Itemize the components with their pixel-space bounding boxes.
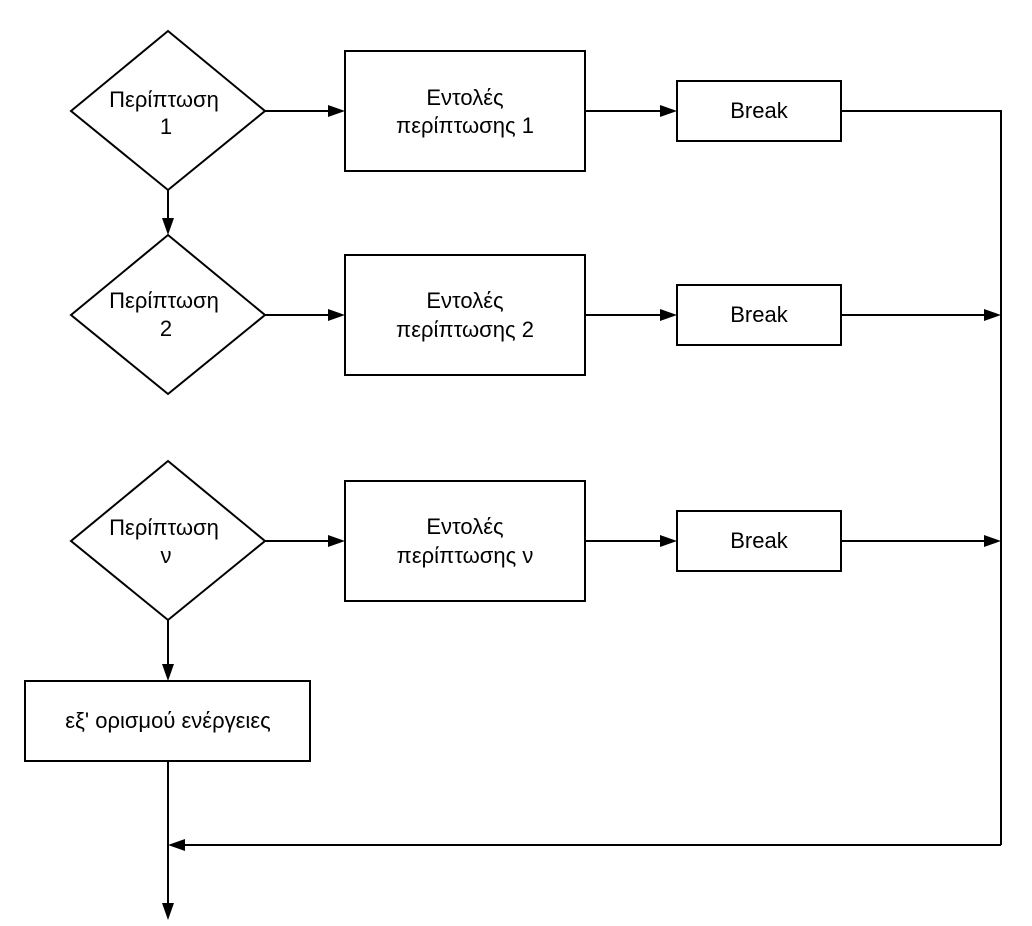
arrowhead-icon <box>660 309 677 321</box>
arrowhead-icon <box>660 105 677 117</box>
decision-case-n-label-line2: ν <box>161 543 172 568</box>
decision-case-n <box>69 459 267 622</box>
commands-box-case-n-label-line1: Εντολές <box>426 514 503 539</box>
commands-box-case-n <box>344 480 586 602</box>
decision-case-1-label-line2: 1 <box>160 114 172 139</box>
arrowhead-icon <box>162 218 174 235</box>
decision-case-n-label-line1: Περίπτωση <box>109 515 219 540</box>
decision-case-1-label-line1: Περίπτωση <box>109 87 219 112</box>
arrowhead-icon <box>984 535 1001 547</box>
arrowhead-icon <box>162 664 174 681</box>
default-actions-box-label: εξ' ορισμού ενέργειες <box>65 708 270 733</box>
decision-case-2-label-line1: Περίπτωση <box>109 288 219 313</box>
commands-box-case-1 <box>344 50 586 172</box>
arrowhead-icon <box>168 839 185 851</box>
arrowhead-icon <box>162 903 174 920</box>
arrowhead-icon <box>328 105 345 117</box>
break-box-case-1-label: Break <box>730 98 788 123</box>
break-box-case-2 <box>676 284 842 346</box>
commands-box-case-1-label-line1: Εντολές <box>426 85 503 110</box>
arrowhead-icon <box>984 309 1001 321</box>
commands-box-case-n-label-line2: περίπτωσης ν <box>397 543 534 568</box>
edges <box>162 105 1002 920</box>
arrowhead-icon <box>328 309 345 321</box>
break-box-case-2-label: Break <box>730 302 788 327</box>
break-box-case-n-label: Break <box>730 528 788 553</box>
decision-case-2 <box>69 233 267 396</box>
commands-box-case-2-label-line1: Εντολές <box>426 288 503 313</box>
decision-case-2-label-line2: 2 <box>160 316 172 341</box>
commands-box-case-2 <box>344 254 586 376</box>
arrowhead-icon <box>328 535 345 547</box>
default-actions-box <box>24 680 311 762</box>
edge-break-1-to-collector <box>841 110 1002 845</box>
commands-box-case-1-label-line2: περίπτωσης 1 <box>396 113 534 138</box>
commands-box-case-2-label-line2: περίπτωσης 2 <box>396 317 534 342</box>
arrowhead-icon <box>660 535 677 547</box>
